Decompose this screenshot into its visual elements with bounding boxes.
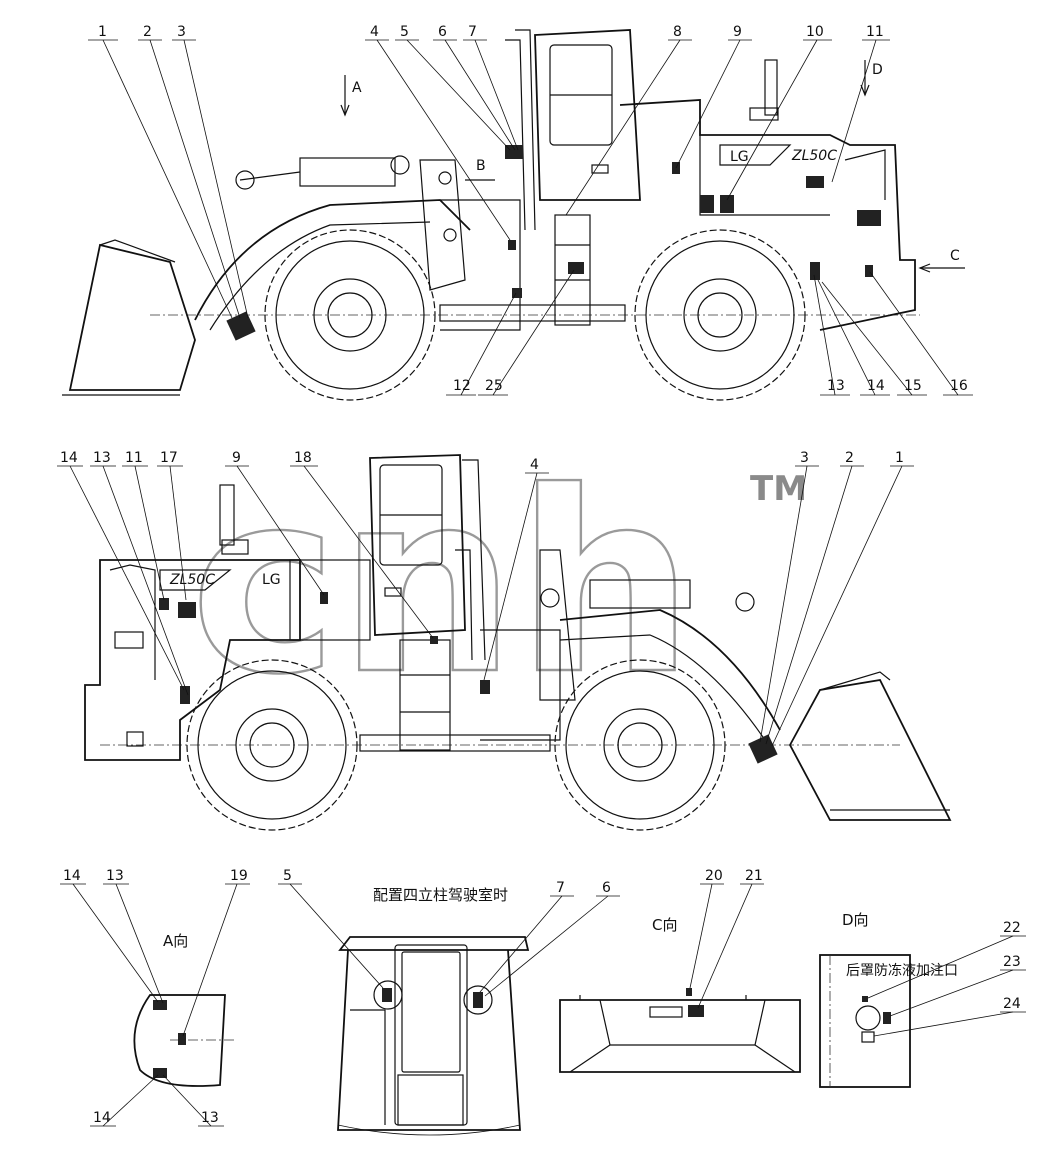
model-label-1: ZL50C bbox=[791, 148, 837, 164]
label-12: 12 bbox=[453, 378, 471, 394]
label-13: 13 bbox=[827, 378, 845, 394]
label-7: 7 bbox=[468, 24, 477, 40]
label-5: 5 bbox=[400, 24, 409, 40]
view1-top-labels: 1 2 3 4 5 6 7 8 9 10 11 bbox=[88, 24, 890, 319]
detail-view-a: A向 14 13 19 14 13 bbox=[60, 868, 250, 1127]
label-a-14-top: 14 bbox=[63, 868, 81, 884]
brand-label-1: LG bbox=[730, 149, 749, 165]
front-wheel-2 bbox=[554, 659, 726, 831]
view-b-arrow: B bbox=[476, 158, 486, 174]
label-v2-4: 4 bbox=[530, 457, 539, 473]
label-11: 11 bbox=[866, 24, 884, 40]
label-3: 3 bbox=[177, 24, 186, 40]
side-view-left: ZL50C LG bbox=[62, 24, 973, 401]
side-view-right: ZL50C LG bbox=[57, 450, 952, 831]
label-10: 10 bbox=[806, 24, 824, 40]
view-d-title: D向 bbox=[842, 911, 869, 929]
label-cab-7: 7 bbox=[556, 880, 565, 896]
watermark: cnh TM bbox=[189, 437, 807, 730]
label-a-13-top: 13 bbox=[106, 868, 124, 884]
label-v2-11: 11 bbox=[125, 450, 143, 466]
label-25: 25 bbox=[485, 378, 503, 394]
watermark-tm: TM bbox=[750, 469, 807, 509]
view-c-arrow: C bbox=[950, 248, 960, 264]
rear-wheel-1 bbox=[634, 229, 806, 401]
label-d-22: 22 bbox=[1003, 920, 1021, 936]
front-wheel-1 bbox=[264, 229, 436, 401]
label-a-19: 19 bbox=[230, 868, 248, 884]
label-14: 14 bbox=[867, 378, 885, 394]
detail-view-c: C向 20 21 bbox=[559, 868, 801, 1073]
label-cab-5: 5 bbox=[283, 868, 292, 884]
label-1: 1 bbox=[98, 24, 107, 40]
label-a-14-bottom: 14 bbox=[93, 1110, 111, 1126]
detail-view-d: D向 后罩防冻液加注口 22 23 24 bbox=[819, 911, 1026, 1088]
label-d-24: 24 bbox=[1003, 996, 1021, 1012]
label-a-13-bottom: 13 bbox=[201, 1110, 219, 1126]
label-d-23: 23 bbox=[1003, 954, 1021, 970]
label-6: 6 bbox=[438, 24, 447, 40]
label-v2-3: 3 bbox=[800, 450, 809, 466]
tank-label: 后罩防冻液加注口 bbox=[846, 962, 958, 979]
label-c-20: 20 bbox=[705, 868, 723, 884]
view1-bottom-labels: 12 25 13 14 15 16 bbox=[446, 269, 973, 396]
detail-cab-variant: 配置四立柱驾驶室时 5 7 6 bbox=[278, 868, 620, 1136]
label-4: 4 bbox=[370, 24, 379, 40]
label-v2-14: 14 bbox=[60, 450, 78, 466]
label-cab-6: 6 bbox=[602, 880, 611, 896]
label-9: 9 bbox=[733, 24, 742, 40]
label-c-21: 21 bbox=[745, 868, 763, 884]
rear-wheel-2 bbox=[186, 659, 358, 831]
label-v2-17: 17 bbox=[160, 450, 178, 466]
label-16: 16 bbox=[950, 378, 968, 394]
label-8: 8 bbox=[673, 24, 682, 40]
view2-top-labels: 14 13 11 17 9 18 4 3 2 1 bbox=[57, 450, 914, 747]
label-v2-13: 13 bbox=[93, 450, 111, 466]
label-v2-2: 2 bbox=[845, 450, 854, 466]
view-a-arrow: A bbox=[352, 80, 362, 96]
view-d-arrow: D bbox=[872, 62, 883, 78]
label-v2-18: 18 bbox=[294, 450, 312, 466]
label-v2-1: 1 bbox=[895, 450, 904, 466]
label-15: 15 bbox=[904, 378, 922, 394]
model-label-2: ZL50C bbox=[169, 572, 215, 588]
label-v2-9: 9 bbox=[232, 450, 241, 466]
cab-variant-title: 配置四立柱驾驶室时 bbox=[373, 886, 508, 904]
brand-label-2: LG bbox=[262, 572, 281, 588]
view-c-title: C向 bbox=[652, 916, 677, 934]
label-2: 2 bbox=[143, 24, 152, 40]
view-a-title: A向 bbox=[163, 932, 188, 950]
